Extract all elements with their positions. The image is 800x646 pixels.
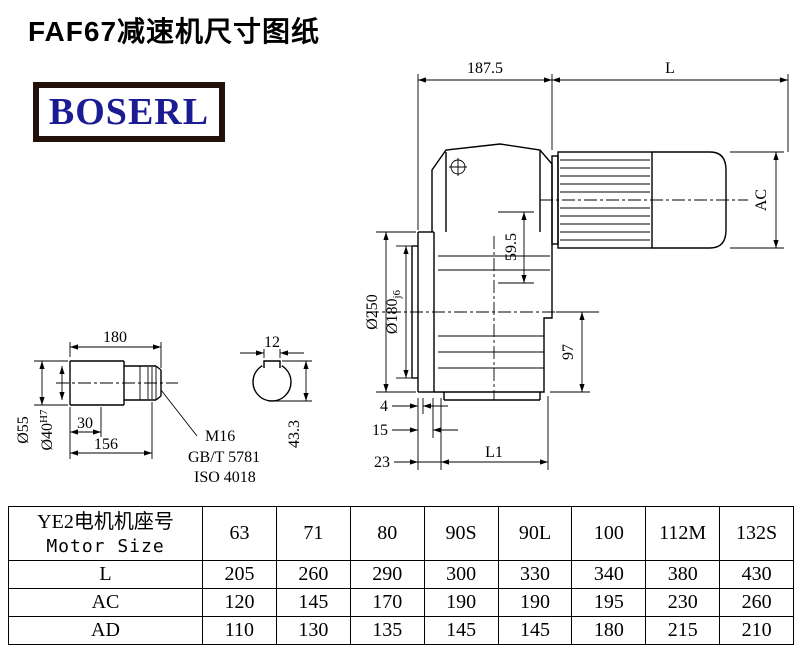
col-header-112m: 112M xyxy=(645,506,721,561)
logo-text: BOSERL xyxy=(48,91,210,133)
table-cell: 145 xyxy=(275,588,351,617)
table-cell: 190 xyxy=(497,588,573,617)
standard-gb-label: GB/T 5781 xyxy=(188,449,260,466)
table-cell: 290 xyxy=(349,560,425,589)
dim-12-label: 12 xyxy=(264,334,280,351)
table-cell: 145 xyxy=(497,616,573,645)
dim-dia250-label: Ø250 xyxy=(364,294,381,330)
page-title: FAF67减速机尺寸图纸 xyxy=(28,16,321,47)
dim-4-label: 4 xyxy=(380,398,388,415)
col-header-71: 71 xyxy=(275,506,351,561)
table-header-row: YE2电机机座号 Motor Size 63 71 80 90S 90L 100… xyxy=(8,506,794,561)
extension-lines xyxy=(34,74,789,470)
dim-59-5-label: 59.5 xyxy=(503,233,520,261)
thread-callout-m16: M16 xyxy=(205,428,235,445)
table-cell: 330 xyxy=(497,560,573,589)
motor-outline xyxy=(551,151,727,249)
table-cell: 195 xyxy=(571,588,647,617)
col-header-63: 63 xyxy=(202,506,277,561)
dim-180-label: 180 xyxy=(103,329,127,346)
table-cell: 260 xyxy=(719,588,794,617)
dim-L-label: L xyxy=(665,60,675,77)
col-header-90s: 90S xyxy=(423,506,499,561)
table-cell: 190 xyxy=(423,588,499,617)
dim-dia40-label: Ø40H7 xyxy=(38,409,56,451)
dim-43-3-label: 43.3 xyxy=(286,420,303,448)
standard-iso-label: ISO 4018 xyxy=(194,469,256,486)
dim-23-label: 23 xyxy=(374,454,390,471)
dim-dia180-label: Ø180j6 xyxy=(384,289,403,334)
table-cell: 215 xyxy=(645,616,721,645)
col-header-80: 80 xyxy=(349,506,425,561)
dim-AC-label: AC xyxy=(753,189,770,211)
table-cell: 145 xyxy=(423,616,499,645)
table-cell: 260 xyxy=(275,560,351,589)
row-label-L: L xyxy=(8,560,203,589)
table-row-L: L 205 260 290 300 330 340 380 430 xyxy=(8,560,794,589)
table-cell: 135 xyxy=(349,616,425,645)
col-header-90l: 90L xyxy=(497,506,573,561)
dimension-labels: 187.5 L AC Ø250 Ø180j6 59.5 97 4 15 23 L… xyxy=(15,60,770,486)
output-flange xyxy=(411,231,435,393)
dim-187-5-label: 187.5 xyxy=(467,60,503,77)
bore-section-detail xyxy=(252,356,292,402)
table-cell: 130 xyxy=(275,616,351,645)
table-cell: 210 xyxy=(719,616,794,645)
row-label-AD: AD xyxy=(8,616,203,645)
header-cn: YE2电机机座号 xyxy=(37,510,174,533)
table-cell: 205 xyxy=(202,560,277,589)
dim-156-label: 156 xyxy=(94,436,118,453)
dim-L1-label: L1 xyxy=(485,444,503,461)
table-cell: 300 xyxy=(423,560,499,589)
dimension-drawing: 187.5 L AC Ø250 Ø180j6 59.5 97 4 15 23 L… xyxy=(15,60,789,486)
dim-15-label: 15 xyxy=(372,422,388,439)
header-en: Motor Size xyxy=(46,535,165,557)
dimension-table: YE2电机机座号 Motor Size 63 71 80 90S 90L 100… xyxy=(8,506,794,645)
table-cell: 170 xyxy=(349,588,425,617)
col-header-132s: 132S xyxy=(719,506,794,561)
row-label-AC: AC xyxy=(8,588,203,617)
gearbox-housing xyxy=(431,143,553,401)
table-row-AD: AD 110 130 135 145 145 180 215 210 xyxy=(8,616,794,645)
motor-size-header: YE2电机机座号 Motor Size xyxy=(8,506,203,561)
dim-97-label: 97 xyxy=(560,344,577,360)
table-cell: 340 xyxy=(571,560,647,589)
table-cell: 120 xyxy=(202,588,277,617)
table-cell: 110 xyxy=(202,616,277,645)
dimension-lines xyxy=(39,77,788,465)
dim-30-label: 30 xyxy=(77,415,93,432)
centerlines xyxy=(56,199,748,400)
table-row-AC: AC 120 145 170 190 190 195 230 260 xyxy=(8,588,794,617)
table-cell: 180 xyxy=(571,616,647,645)
table-cell: 380 xyxy=(645,560,721,589)
dim-dia55-label: Ø55 xyxy=(15,416,32,444)
shaft-detail xyxy=(69,360,198,437)
table-cell: 230 xyxy=(645,588,721,617)
col-header-100: 100 xyxy=(571,506,647,561)
boserl-logo: BOSERL xyxy=(33,82,225,142)
table-cell: 430 xyxy=(719,560,794,589)
